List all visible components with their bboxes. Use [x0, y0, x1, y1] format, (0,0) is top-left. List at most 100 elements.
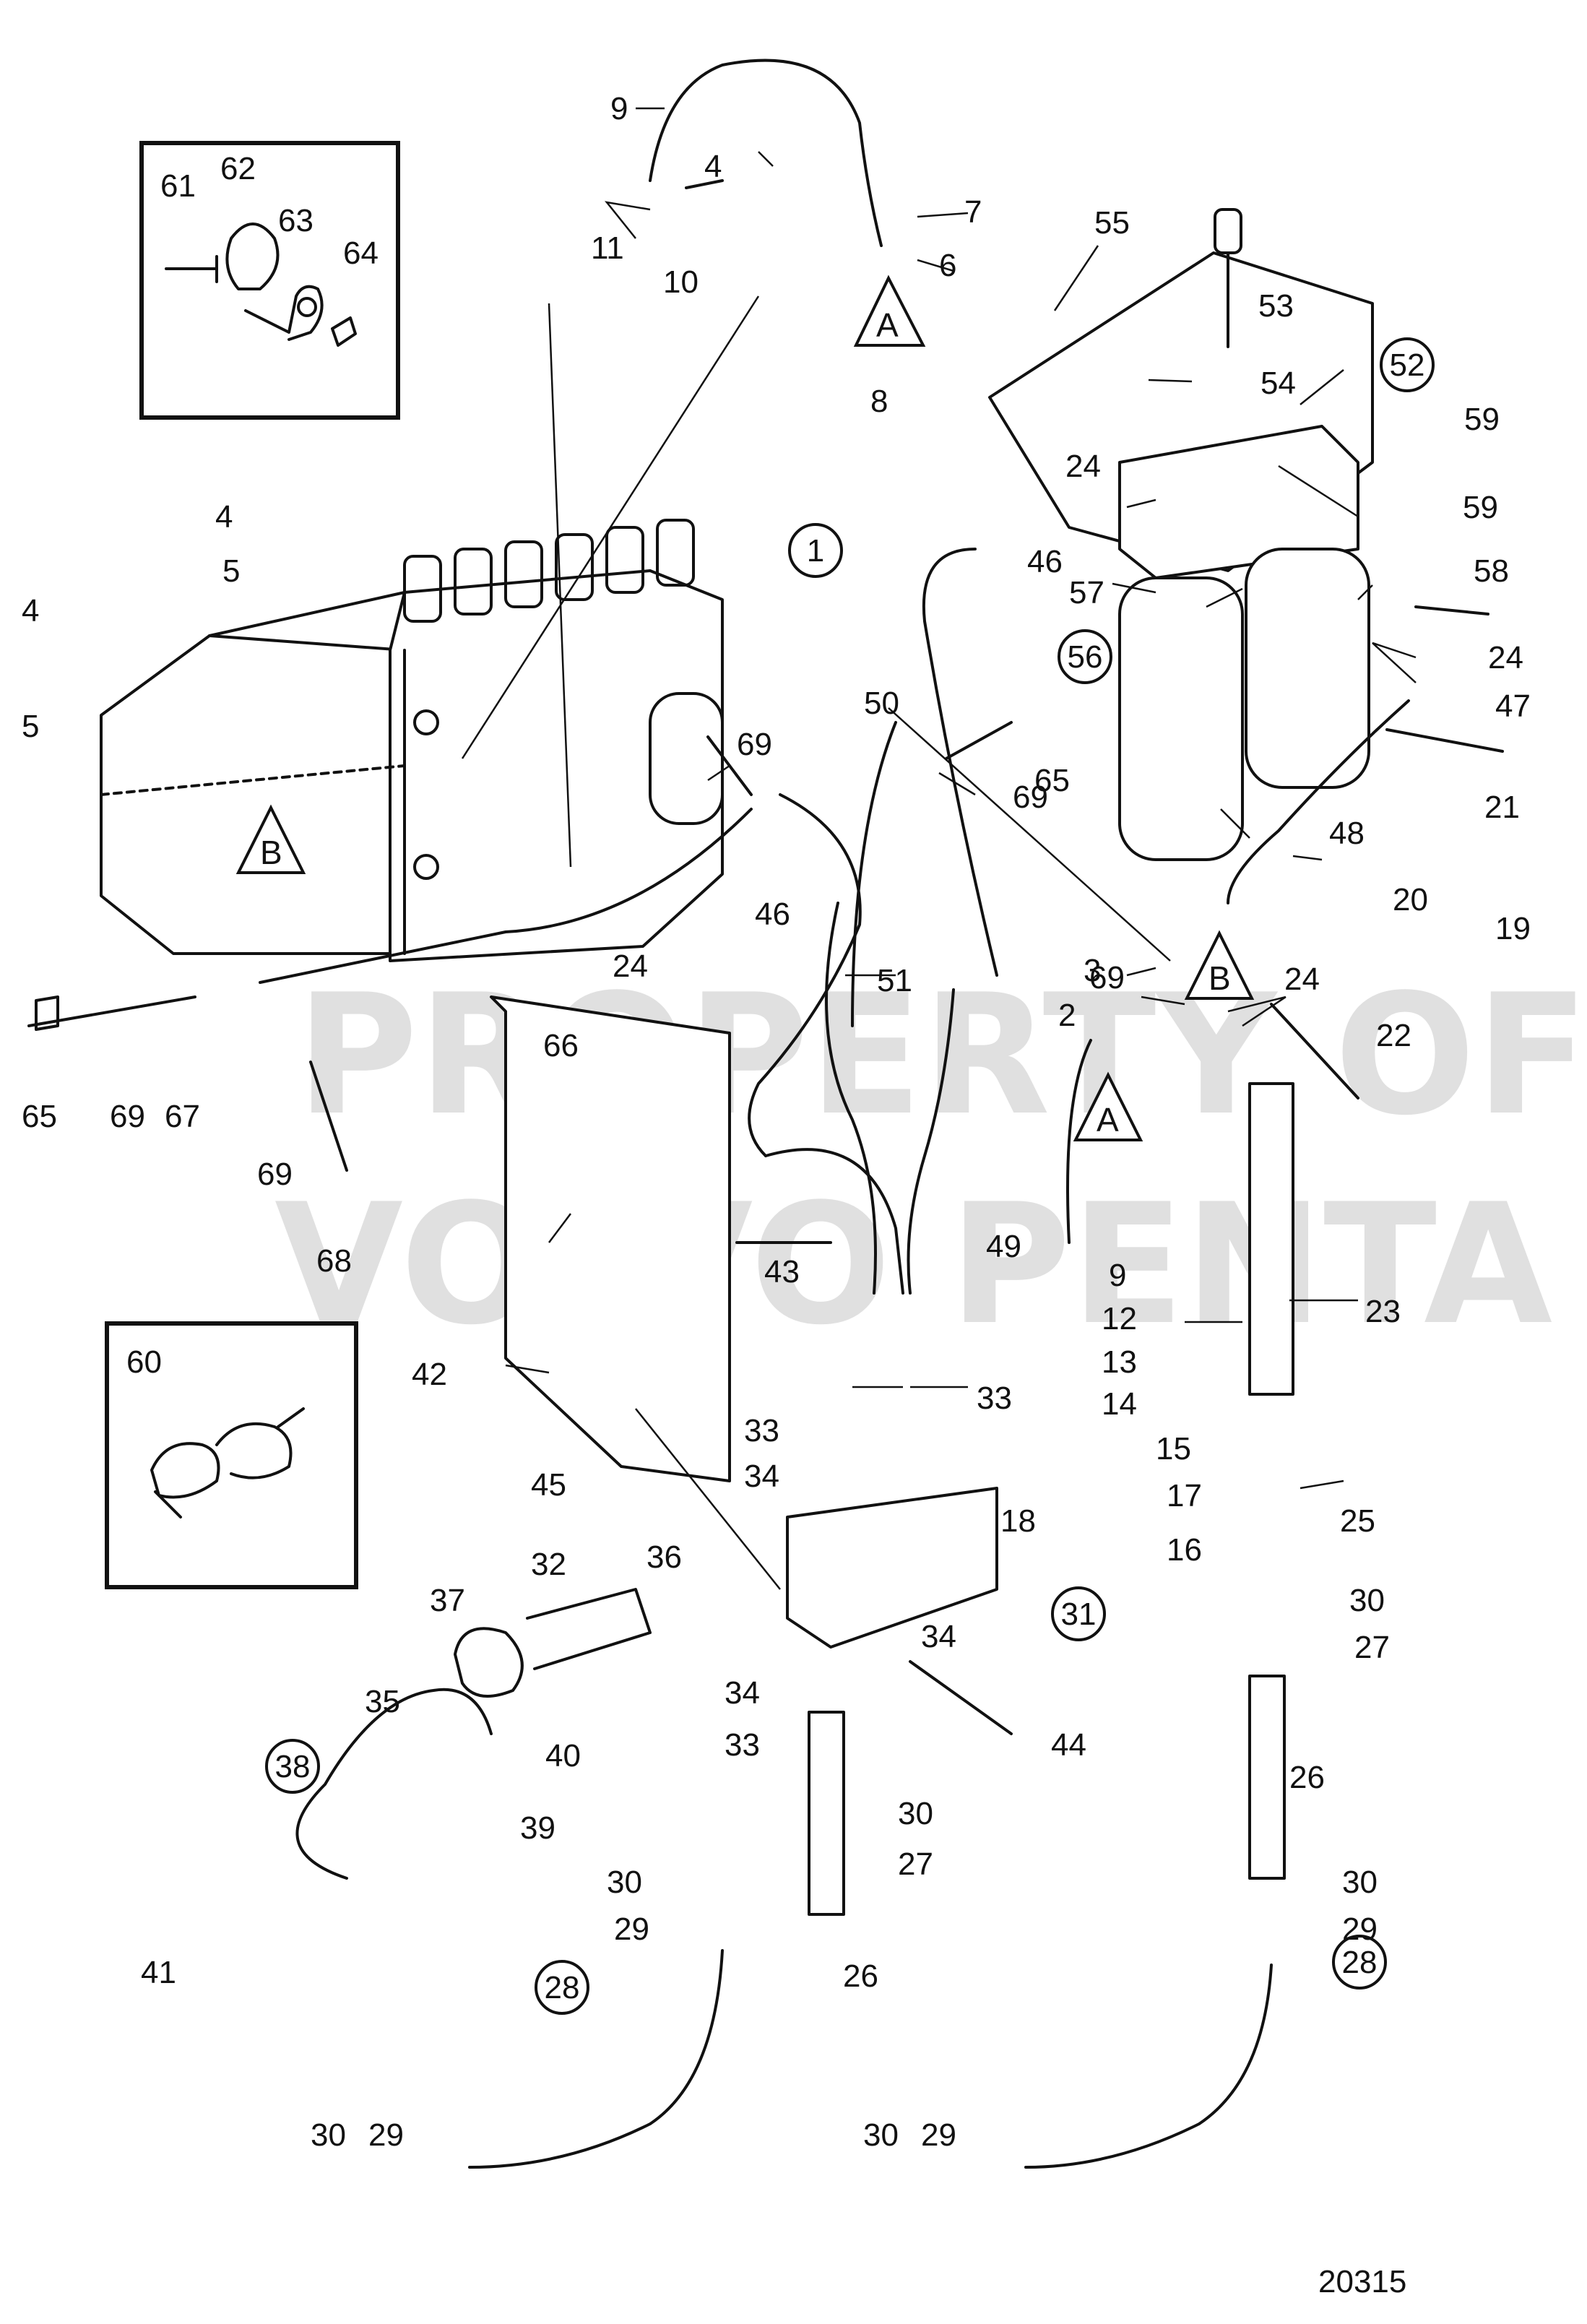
part-label-15: 15 — [1156, 1431, 1191, 1466]
part-label-30: 30 — [311, 2117, 346, 2153]
part-label-26: 26 — [843, 1958, 878, 1994]
part-label-4: 4 — [215, 499, 233, 535]
part-label-24: 24 — [613, 949, 648, 984]
part-label-30: 30 — [898, 1796, 933, 1831]
part-label-30: 30 — [607, 1865, 642, 1900]
part-label-51: 51 — [877, 963, 912, 998]
part-label-52: 52 — [1390, 347, 1425, 383]
part-label-17: 17 — [1167, 1478, 1202, 1513]
drawing-number: 20315 — [1318, 2264, 1406, 2299]
part-label-69: 69 — [737, 727, 772, 762]
ref-marker-a-top — [853, 275, 926, 347]
part-label-65: 65 — [1034, 763, 1070, 798]
part-label-36: 36 — [647, 1539, 682, 1575]
fuel-filter-assembly — [988, 208, 1374, 861]
part-label-5: 5 — [222, 553, 240, 589]
part-label-23: 23 — [1365, 1294, 1401, 1329]
part-label-24: 24 — [1488, 640, 1523, 675]
part-label-66: 66 — [543, 1028, 579, 1063]
part-label-58: 58 — [1474, 553, 1509, 589]
part-label-44: 44 — [1051, 1727, 1086, 1763]
part-label-24: 24 — [1065, 449, 1101, 484]
part-label-41: 41 — [141, 1955, 176, 1990]
ref-marker-a-top-label: A — [876, 306, 899, 344]
part-label-16: 16 — [1167, 1532, 1202, 1568]
part-label-40: 40 — [545, 1738, 581, 1774]
part-label-37: 37 — [430, 1583, 465, 1618]
part-label-13: 13 — [1102, 1344, 1137, 1380]
part-label-34: 34 — [921, 1619, 956, 1654]
part-label-25: 25 — [1340, 1503, 1375, 1539]
part-label-9: 9 — [610, 91, 628, 126]
part-label-34: 34 — [744, 1459, 779, 1494]
part-label-18: 18 — [1000, 1503, 1036, 1539]
distribution-block — [454, 995, 998, 1698]
fittings — [27, 179, 1504, 1735]
part-label-29: 29 — [614, 1912, 649, 1947]
inset-clamp-detail — [139, 141, 400, 420]
part-label-46: 46 — [755, 897, 790, 932]
ref-marker-b-left — [235, 804, 306, 874]
circled-label-rings — [265, 337, 1435, 2015]
part-label-45: 45 — [531, 1467, 566, 1503]
part-label-61: 61 — [160, 168, 196, 204]
part-label-46: 46 — [1027, 544, 1063, 579]
part-label-12: 12 — [1102, 1301, 1137, 1336]
part-label-24: 24 — [1284, 962, 1320, 997]
part-label-20: 20 — [1393, 882, 1428, 917]
part-label-29: 29 — [368, 2117, 404, 2153]
part-label-50: 50 — [864, 686, 899, 721]
part-label-49: 49 — [986, 1229, 1021, 1264]
part-label-29: 29 — [921, 2117, 956, 2153]
part-label-29: 29 — [1342, 1912, 1378, 1947]
part-label-8: 8 — [870, 384, 888, 419]
part-label-30: 30 — [863, 2117, 899, 2153]
part-label-56: 56 — [1068, 639, 1103, 675]
fuel-pipes — [259, 59, 1410, 2169]
inset-clip-detail — [105, 1321, 358, 1589]
part-label-5: 5 — [22, 709, 39, 744]
part-label-43: 43 — [764, 1254, 800, 1290]
part-label-65: 65 — [22, 1099, 57, 1134]
part-label-28: 28 — [1342, 1945, 1378, 1980]
part-label-47: 47 — [1495, 688, 1531, 724]
part-label-68: 68 — [316, 1243, 352, 1279]
part-label-6: 6 — [939, 248, 956, 283]
part-label-57: 57 — [1069, 575, 1104, 610]
part-label-22: 22 — [1376, 1018, 1411, 1053]
part-label-48: 48 — [1329, 816, 1365, 851]
part-label-3: 3 — [1084, 953, 1101, 988]
part-label-33: 33 — [977, 1381, 1012, 1416]
ref-marker-a-right-label: A — [1097, 1101, 1119, 1139]
part-label-1: 1 — [807, 533, 824, 569]
part-label-69: 69 — [1013, 779, 1048, 815]
part-label-69: 69 — [257, 1157, 293, 1192]
part-label-39: 39 — [520, 1810, 555, 1846]
part-label-60: 60 — [126, 1344, 162, 1380]
part-label-21: 21 — [1484, 790, 1520, 825]
ref-marker-b-right — [1184, 930, 1255, 1000]
part-label-27: 27 — [1354, 1630, 1390, 1665]
part-label-7: 7 — [964, 194, 982, 230]
part-label-2: 2 — [1058, 998, 1076, 1033]
part-label-26: 26 — [1289, 1760, 1325, 1795]
part-label-69: 69 — [110, 1099, 145, 1134]
part-label-38: 38 — [275, 1749, 311, 1784]
part-label-33: 33 — [725, 1727, 760, 1763]
reference-markers: A B B A — [235, 275, 1255, 1141]
part-label-30: 30 — [1342, 1865, 1378, 1900]
injection-pump — [100, 519, 724, 962]
part-label-14: 14 — [1102, 1386, 1137, 1422]
part-label-55: 55 — [1094, 205, 1130, 241]
part-label-4: 4 — [704, 149, 722, 184]
part-label-64: 64 — [343, 236, 379, 271]
part-label-32: 32 — [531, 1547, 566, 1582]
watermark-line1: PROPERTY OF — [296, 959, 1587, 1152]
ref-marker-b-right-label: B — [1208, 959, 1231, 997]
part-label-59: 59 — [1464, 402, 1500, 437]
part-label-9: 9 — [1109, 1258, 1126, 1293]
part-label-34: 34 — [725, 1675, 760, 1711]
part-label-30: 30 — [1349, 1583, 1385, 1618]
part-label-19: 19 — [1495, 911, 1531, 946]
part-label-42: 42 — [412, 1357, 447, 1392]
